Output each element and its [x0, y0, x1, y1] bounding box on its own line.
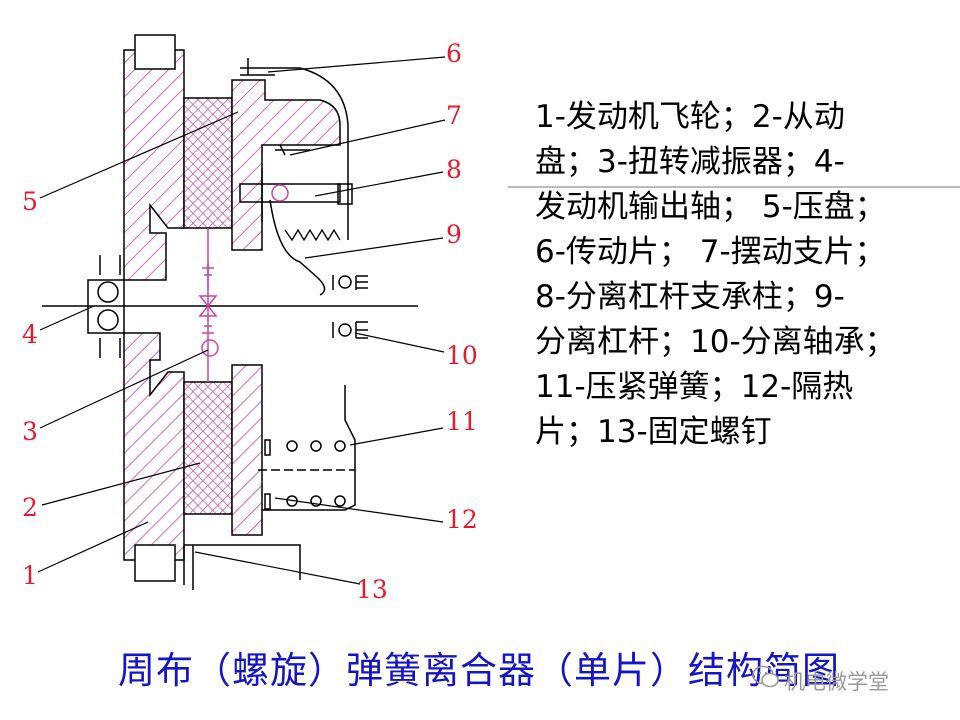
- callout-5: 5: [22, 187, 38, 216]
- release-lever: [269, 199, 326, 296]
- callout-13: 13: [356, 575, 388, 604]
- legend-line-3: 发动机输出轴； 5-压盘；: [535, 189, 886, 225]
- callout-6: 6: [446, 39, 462, 68]
- callout-1: 1: [22, 561, 38, 590]
- wechat-icon: [752, 665, 779, 688]
- callout-numbers: 1 2 3 4 5 6 7 8 9 10 11 12 13: [22, 39, 478, 604]
- page-title: 周布（螺旋）弹簧离合器（单片）结构简图: [118, 649, 840, 692]
- callout-4: 4: [22, 320, 38, 349]
- legend-line-6: 分离杠杆；10-分离轴承；: [535, 324, 896, 360]
- output-shaft: [42, 255, 418, 358]
- callout-9: 9: [446, 220, 462, 249]
- legend-line-5: 8-分离杠杆支承柱；9-: [535, 279, 845, 315]
- legend-line-8: 片；13-固定螺钉: [535, 414, 772, 450]
- flywheel-lower: [123, 332, 185, 582]
- watermark: 机电微学堂: [784, 670, 889, 694]
- pressure-plate-upper: [231, 79, 341, 251]
- callout-12: 12: [446, 505, 478, 534]
- legend-line-7: 11-压紧弹簧；12-隔热: [535, 369, 854, 405]
- friction-lining-lower: [183, 381, 233, 515]
- leader-lines: [37, 56, 446, 585]
- callout-11: 11: [446, 407, 478, 436]
- callout-7: 7: [446, 101, 462, 130]
- flywheel-upper: [123, 34, 185, 281]
- torsional-damper: [198, 262, 219, 357]
- support-pillar: [239, 144, 353, 222]
- legend-line-4: 6-传动片； 7-摆动支片；: [535, 234, 886, 270]
- callout-2: 2: [22, 493, 38, 522]
- legend-line-1: 1-发动机飞轮；2-从动: [535, 99, 845, 135]
- callout-8: 8: [446, 155, 462, 184]
- legend-line-2: 盘；3-扭转减振器；4-: [535, 144, 845, 180]
- release-bearing: [332, 275, 368, 339]
- lever-spring: [284, 228, 341, 242]
- callout-3: 3: [22, 417, 38, 446]
- pressure-plate-lower: [231, 364, 263, 536]
- callout-10: 10: [446, 341, 478, 370]
- pressure-springs: [258, 439, 355, 510]
